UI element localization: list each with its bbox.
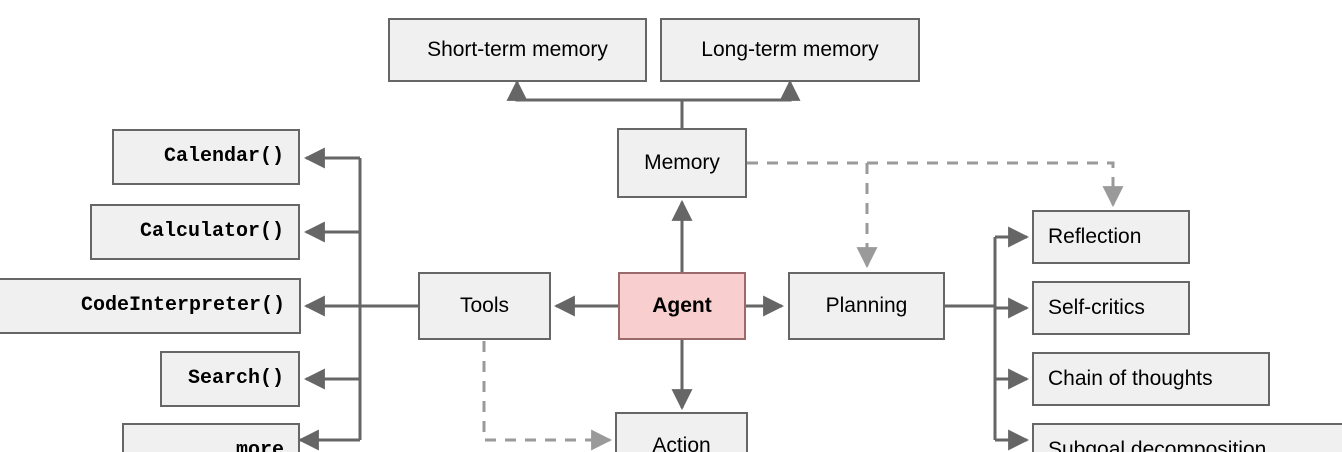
node-chain-of-thoughts-label: Chain of thoughts <box>1048 367 1213 391</box>
node-subgoal-decomposition[interactable]: Subgoal decomposition <box>1032 423 1342 452</box>
edge-tools-bus <box>358 158 418 308</box>
node-search[interactable]: Search() <box>160 351 300 407</box>
node-more-label: more <box>235 439 284 452</box>
node-chain-of-thoughts[interactable]: Chain of thoughts <box>1032 352 1270 406</box>
node-code-interpreter[interactable]: CodeInterpreter() <box>0 278 301 334</box>
node-search-label: Search() <box>187 367 284 390</box>
node-tools-label: Tools <box>459 294 510 318</box>
node-self-critics-label: Self-critics <box>1048 296 1145 320</box>
edge-planning-bus <box>945 237 997 308</box>
node-tools[interactable]: Tools <box>418 272 551 340</box>
node-short-term-memory[interactable]: Short-term memory <box>388 18 647 82</box>
node-reflection-label: Reflection <box>1048 225 1142 249</box>
node-agent[interactable]: Agent <box>618 272 746 340</box>
edge-memory-to-short-term <box>506 79 684 128</box>
node-calculator[interactable]: Calculator() <box>90 204 300 260</box>
node-calculator-label: Calculator() <box>139 220 284 243</box>
node-more[interactable]: more <box>122 423 300 452</box>
node-agent-label: Agent <box>652 294 712 318</box>
node-planning[interactable]: Planning <box>788 272 945 340</box>
node-calendar-label: Calendar() <box>163 145 284 168</box>
node-memory-label: Memory <box>644 151 720 175</box>
edge-memory-to-long-term <box>680 79 801 128</box>
node-long-term-memory[interactable]: Long-term memory <box>660 18 920 82</box>
node-planning-label: Planning <box>825 294 908 318</box>
node-long-term-memory-label: Long-term memory <box>701 38 879 62</box>
edge-memory-to-planning-dashed <box>747 161 878 269</box>
node-code-interpreter-label: CodeInterpreter() <box>80 294 285 317</box>
edge-memory-to-reflection-dashed <box>747 161 1124 208</box>
node-calendar[interactable]: Calendar() <box>112 129 300 185</box>
node-action[interactable]: Action <box>615 412 748 452</box>
node-reflection[interactable]: Reflection <box>1032 210 1190 264</box>
node-memory[interactable]: Memory <box>617 128 747 198</box>
edge-tools-to-action-dashed <box>482 341 613 451</box>
node-subgoal-decomposition-label: Subgoal decomposition <box>1048 438 1267 452</box>
node-action-label: Action <box>652 434 711 452</box>
node-short-term-memory-label: Short-term memory <box>427 38 608 62</box>
node-self-critics[interactable]: Self-critics <box>1032 281 1190 335</box>
